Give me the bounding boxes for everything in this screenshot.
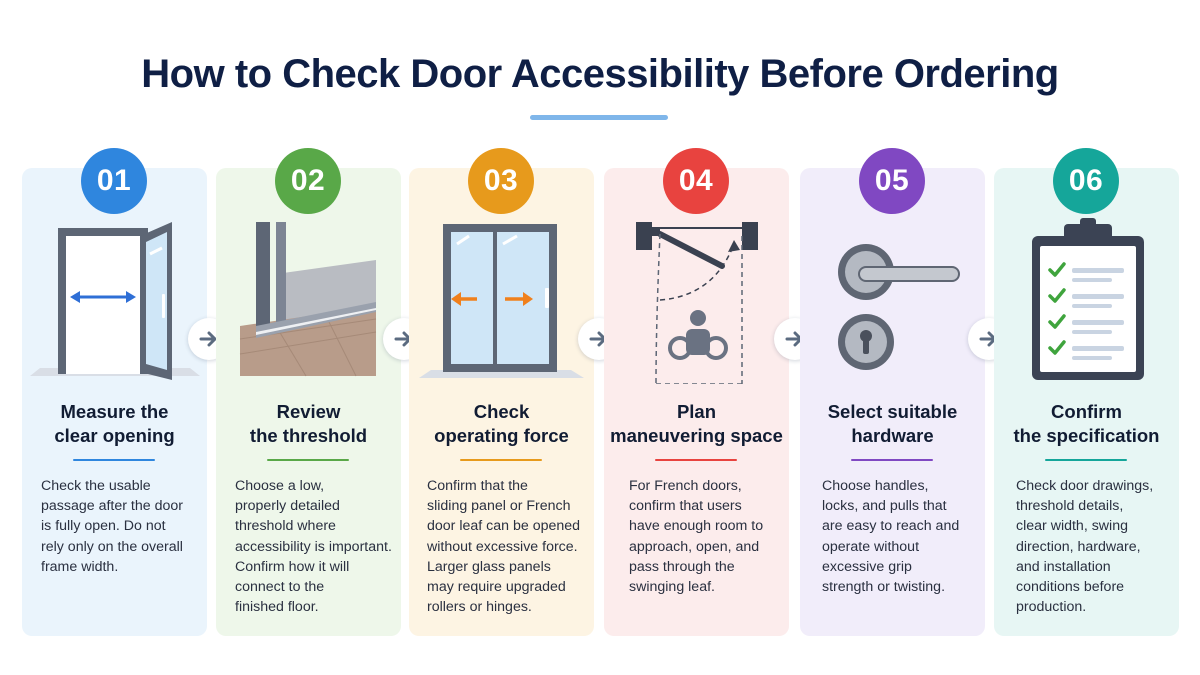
sliding-door-icon (409, 214, 594, 384)
step-divider (851, 459, 933, 461)
clipboard-checklist-icon (994, 214, 1179, 384)
step-card-04 (604, 168, 789, 636)
threshold-icon (216, 214, 401, 384)
title-underline (530, 115, 668, 120)
wheelchair-swing-icon (604, 214, 789, 384)
step-divider (655, 459, 737, 461)
step-divider (73, 459, 155, 461)
step-divider (267, 459, 349, 461)
page-title: How to Check Door Accessibility Before O… (141, 52, 1059, 96)
step-number-badge: 06 (1053, 148, 1119, 214)
step-divider (460, 459, 542, 461)
step-number-badge: 02 (275, 148, 341, 214)
step-description: Check door drawings,threshold details,cl… (1016, 478, 1154, 616)
step-card-05 (800, 168, 985, 636)
open-door-width-icon (22, 214, 207, 384)
step-divider (1045, 459, 1127, 461)
door-handle-lock-icon (800, 214, 985, 384)
step-number-badge: 03 (468, 148, 534, 214)
step-number-badge: 05 (859, 148, 925, 214)
step-number-badge: 01 (81, 148, 147, 214)
step-number-badge: 04 (663, 148, 729, 214)
step-card-02 (216, 168, 401, 636)
